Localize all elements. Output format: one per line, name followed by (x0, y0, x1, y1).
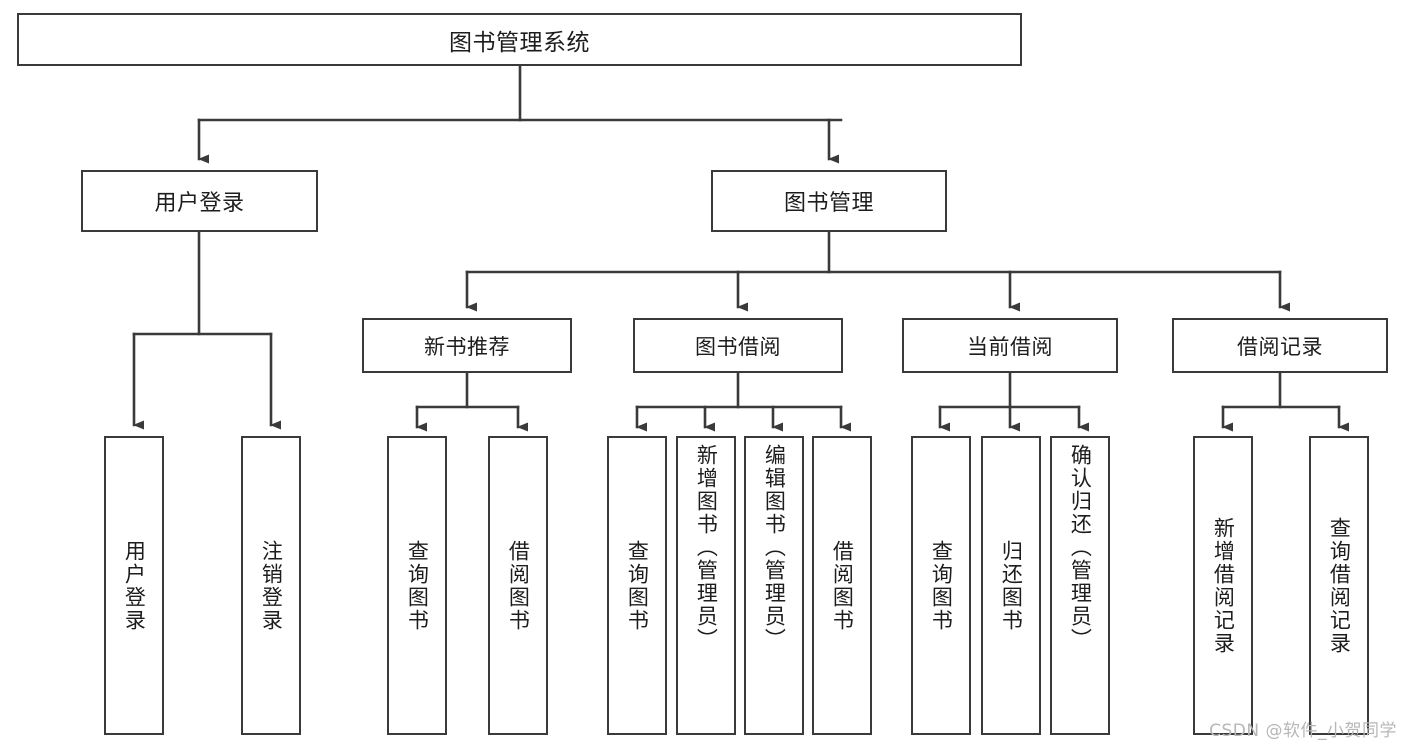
leaf-new-book-borrow-book[interactable]: 借阅图书 (488, 436, 548, 735)
node-label: 图书管理系统 (449, 29, 590, 56)
node-label: 查询图书 (625, 539, 650, 632)
leaf-book-borrow-add-book-admin[interactable]: 新增图书（管理员） (676, 436, 736, 735)
node-label: 借阅图书 (830, 539, 855, 632)
node-label: 图书借阅 (695, 334, 781, 359)
leaf-book-borrow-borrow-book[interactable]: 借阅图书 (812, 436, 872, 735)
node-label: 图书管理 (783, 191, 874, 216)
node-label: 新书推荐 (424, 334, 510, 359)
node-root-book-management-system[interactable]: 图书管理系统 (17, 13, 1022, 66)
leaf-user-login-login[interactable]: 用户登录 (104, 436, 164, 735)
node-label: 借阅记录 (1237, 334, 1323, 359)
node-label: 借阅图书 (506, 539, 531, 632)
node-label: 查询图书 (929, 539, 954, 632)
node-borrow-record[interactable]: 借阅记录 (1172, 318, 1388, 373)
leaf-book-borrow-query-book[interactable]: 查询图书 (607, 436, 667, 735)
leaf-borrow-record-add-record[interactable]: 新增借阅记录 (1193, 436, 1253, 735)
node-label: 注销登录 (259, 539, 284, 632)
node-book-management[interactable]: 图书管理 (711, 170, 947, 232)
leaf-current-borrow-return-book[interactable]: 归还图书 (981, 436, 1041, 735)
node-book-borrow[interactable]: 图书借阅 (633, 318, 843, 373)
leaf-book-borrow-edit-book-admin[interactable]: 编辑图书（管理员） (744, 436, 804, 735)
node-new-book-recommend[interactable]: 新书推荐 (362, 318, 572, 373)
node-label: 编辑图书（管理员） (762, 444, 787, 651)
leaf-borrow-record-query-record[interactable]: 查询借阅记录 (1309, 436, 1369, 735)
leaf-current-borrow-query-book[interactable]: 查询图书 (911, 436, 971, 735)
node-label: 新增借阅记录 (1211, 516, 1236, 655)
node-label: 当前借阅 (967, 334, 1053, 359)
node-label: 查询借阅记录 (1327, 516, 1352, 655)
node-user-login[interactable]: 用户登录 (81, 170, 318, 232)
node-label: 用户登录 (154, 191, 245, 216)
leaf-new-book-query-book[interactable]: 查询图书 (387, 436, 447, 735)
node-label: 新增图书（管理员） (694, 444, 719, 651)
leaf-user-login-logout[interactable]: 注销登录 (241, 436, 301, 735)
leaf-current-borrow-confirm-return-admin[interactable]: 确认归还（管理员） (1050, 436, 1110, 735)
node-label: 确认归还（管理员） (1068, 444, 1093, 651)
node-label: 归还图书 (999, 539, 1024, 632)
node-label: 查询图书 (405, 539, 430, 632)
node-label: 用户登录 (122, 539, 147, 632)
node-current-borrow[interactable]: 当前借阅 (902, 318, 1118, 373)
